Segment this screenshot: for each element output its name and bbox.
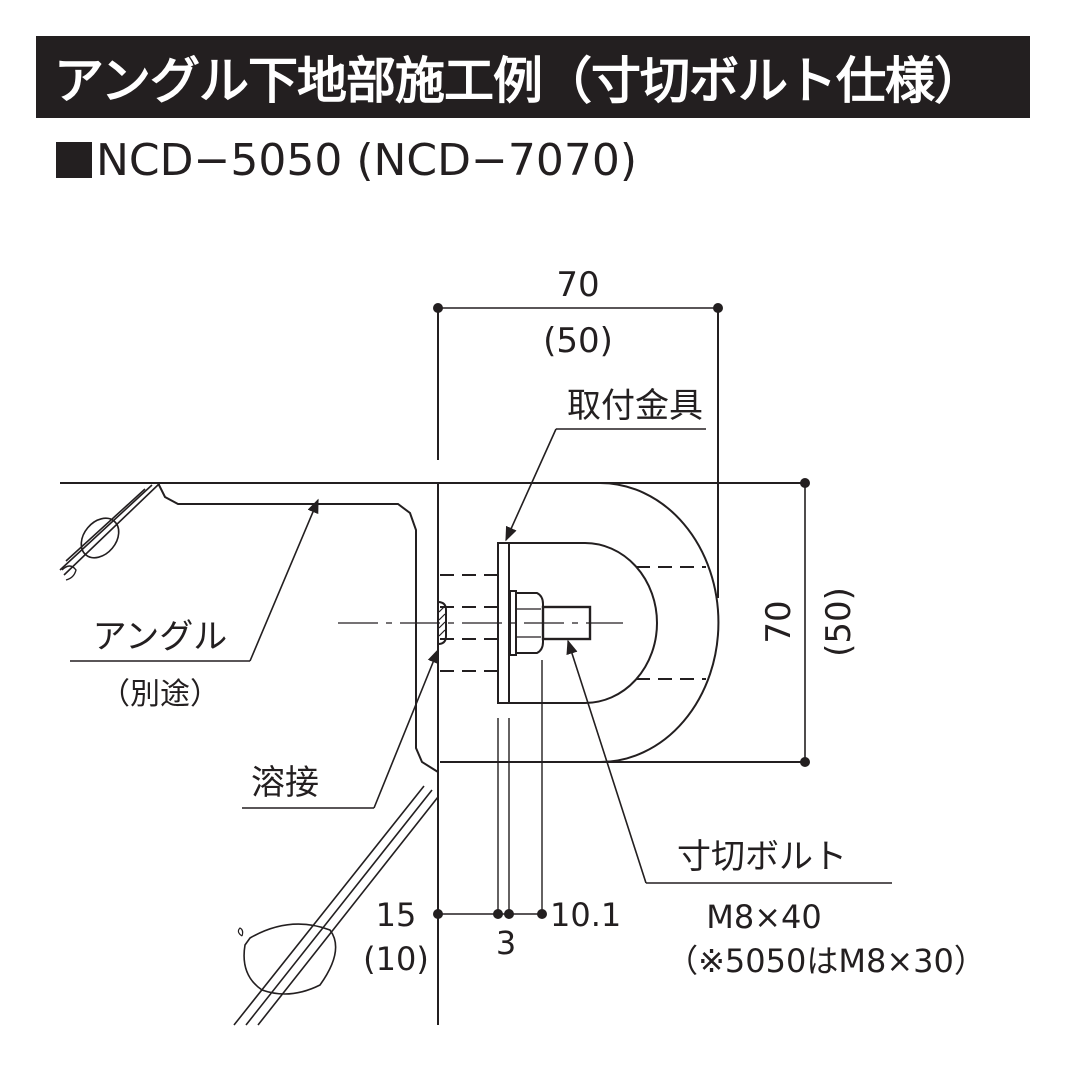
- bottom-dimensions: 15 (10) 3 10.1: [363, 660, 621, 978]
- title-bar: アングル下地部施工例（寸切ボルト仕様）: [36, 36, 1030, 118]
- model-numbers: NCD−5050 (NCD−7070): [96, 135, 638, 186]
- right-height-label: 70: [759, 600, 799, 643]
- top-width-label: 70: [556, 265, 599, 305]
- bolt-offset-label: 10.1: [550, 896, 621, 934]
- bolt-label: 寸切ボルト: [677, 837, 847, 877]
- leader-weld: 溶接: [242, 648, 439, 809]
- top-width-alt-label: (50): [543, 321, 613, 361]
- bracket-label: 取付金具: [567, 386, 703, 426]
- bolt-spec-note-label: （※5050はM8×30）: [666, 942, 986, 980]
- offset-wall-label: 15: [376, 896, 417, 934]
- leader-bracket: 取付金具: [505, 386, 706, 542]
- leader-angle: アングル （別途）: [70, 498, 319, 712]
- weld-label: 溶接: [251, 763, 319, 803]
- top-dimension: 70 (50): [433, 265, 723, 598]
- model-subtitle: NCD−5050 (NCD−7070): [56, 135, 637, 186]
- square-bullet-icon: [56, 142, 92, 178]
- angle-steel: [59, 482, 440, 1026]
- page-title: アングル下地部施工例（寸切ボルト仕様）: [54, 52, 984, 110]
- angle-note-label: （別途）: [100, 677, 220, 712]
- right-height-alt-label: (50): [819, 587, 859, 657]
- hidden-lines: [440, 566, 706, 680]
- nut-and-bolt: [509, 590, 592, 656]
- weld-bead: [437, 601, 447, 645]
- angle-label: アングル: [93, 617, 228, 657]
- outer-bracket: [440, 482, 720, 763]
- offset-wall-alt-label: (10): [363, 940, 429, 978]
- right-dimension: 70 (50): [440, 478, 859, 767]
- leader-bolt: 寸切ボルト M8×40 （※5050はM8×30）: [566, 639, 986, 980]
- plate-thickness-label: 3: [496, 924, 516, 962]
- bolt-spec-label: M8×40: [706, 898, 822, 936]
